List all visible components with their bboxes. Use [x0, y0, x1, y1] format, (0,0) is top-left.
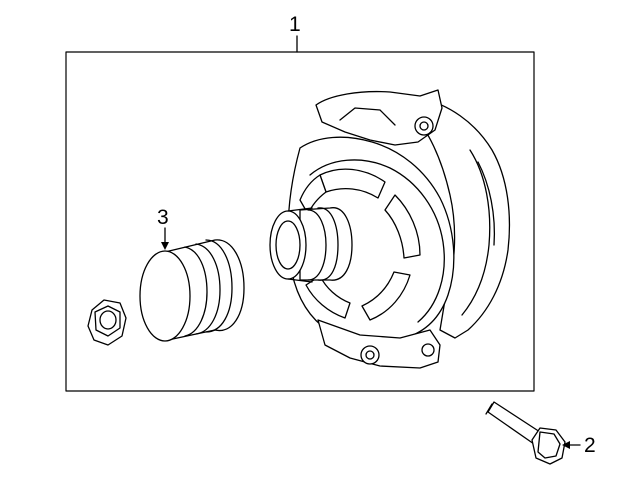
callout-2-arrowhead [562, 441, 570, 449]
hex-nut-drawing [87, 299, 127, 346]
assembly-frame [65, 51, 535, 392]
callout-number-2: 2 [584, 434, 596, 457]
alternator-drawing [269, 89, 511, 369]
callout-number-1: 1 [289, 13, 301, 36]
pulley-cap-drawing [139, 239, 245, 342]
bolt-drawing [485, 401, 566, 465]
callout-3-arrowhead [161, 242, 169, 250]
callout-number-3: 3 [157, 206, 169, 229]
